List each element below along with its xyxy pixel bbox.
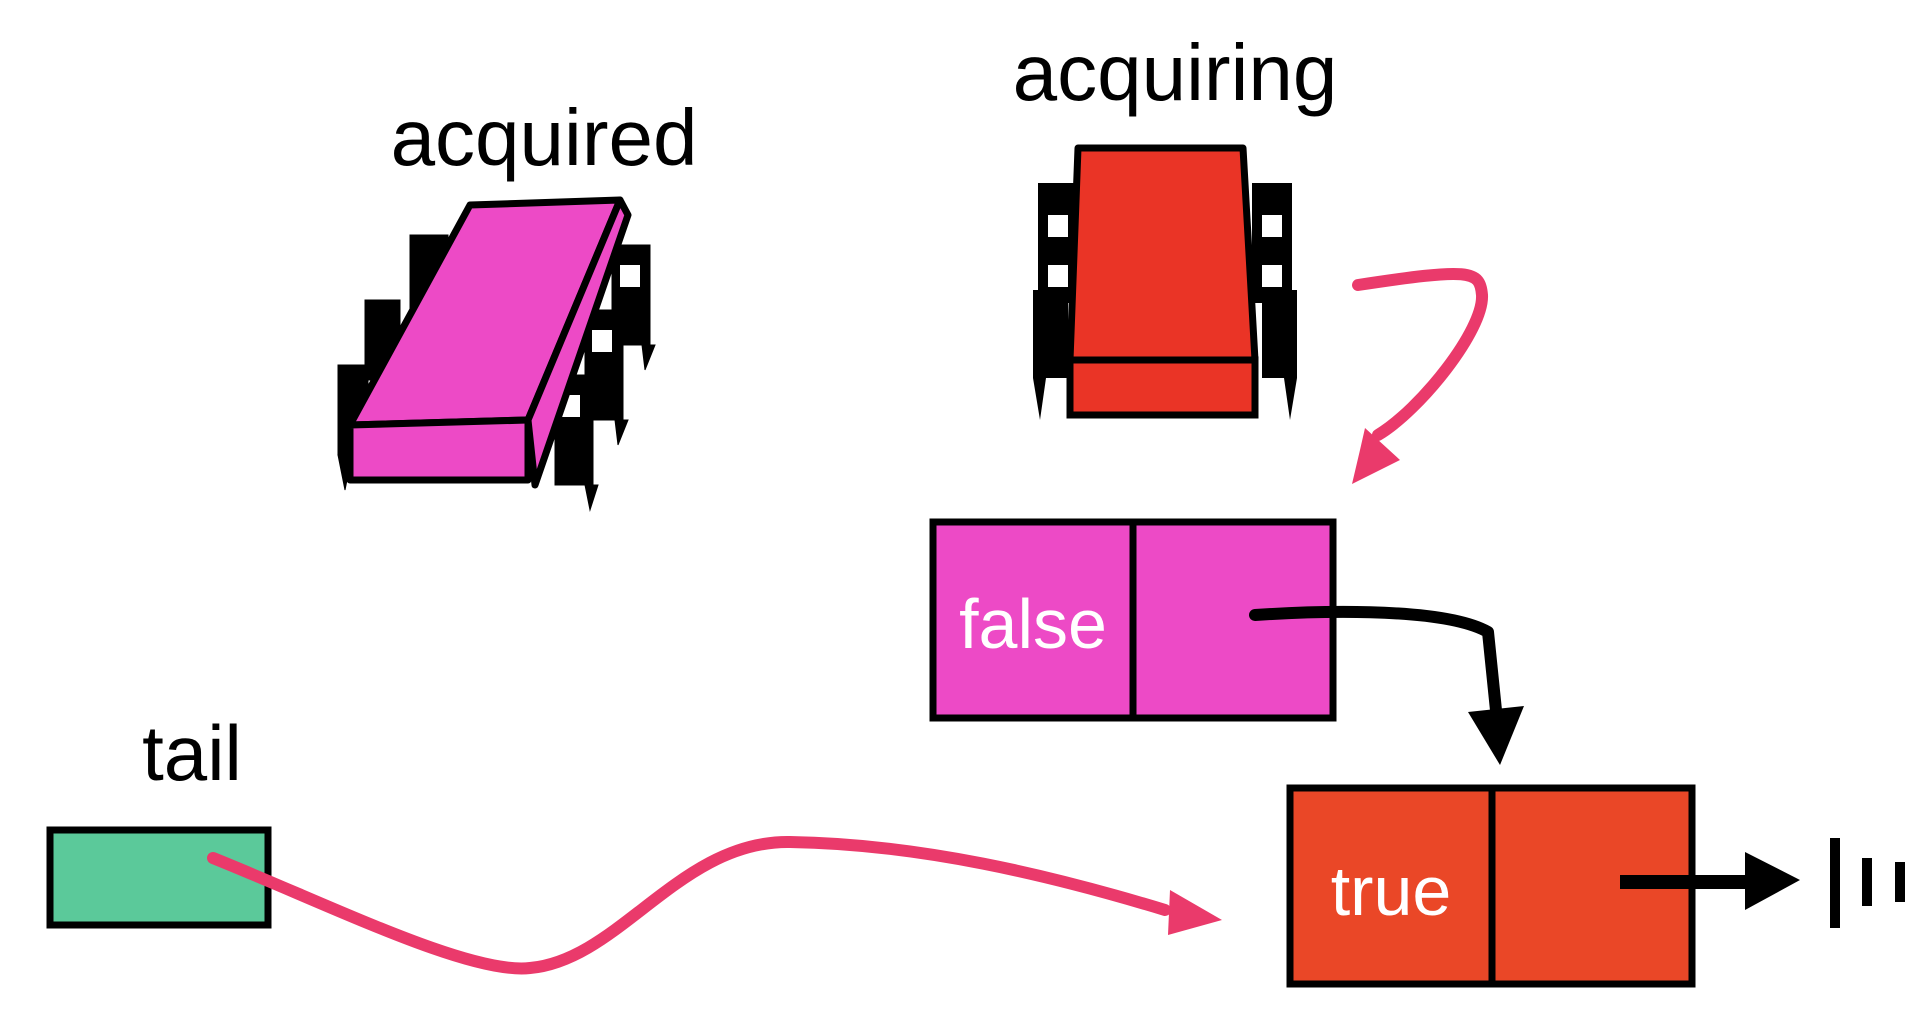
acquiring-to-false-arrow [1352, 267, 1488, 484]
false-to-true-arrow [1249, 605, 1524, 765]
false-node: false [929, 518, 1337, 722]
acquired-table-icon [337, 196, 656, 512]
null-ground-icon [1830, 838, 1905, 928]
acquired-label: acquired [391, 93, 698, 182]
acquiring-table-icon [1033, 144, 1297, 420]
acquiring-label: acquiring [1013, 28, 1338, 117]
true-to-null-arrow [1620, 852, 1800, 910]
tail-to-true-arrow [207, 835, 1222, 975]
tail-label: tail [142, 709, 242, 797]
false-node-value-cell [929, 518, 1137, 722]
false-node-next-cell [1129, 518, 1337, 722]
false-node-value: false [959, 585, 1107, 663]
true-node-value: true [1331, 852, 1452, 930]
tail-box [46, 826, 272, 929]
true-node: true [1286, 784, 1696, 988]
